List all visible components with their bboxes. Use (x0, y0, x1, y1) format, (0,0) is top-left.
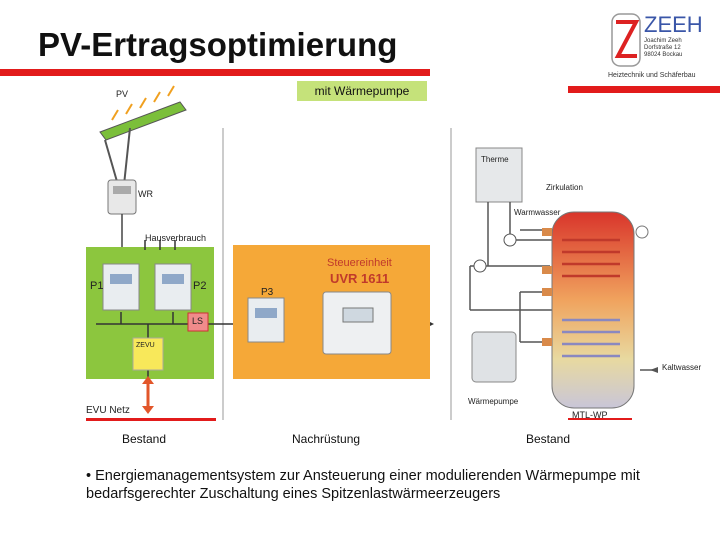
column-label-bestand-left: Bestand (122, 432, 167, 446)
evu-netz-label: EVU Netz (86, 405, 130, 416)
company-logo: ZEEH Joachim Zeeh Dorfstraße 12 98024 Bo… (600, 6, 710, 80)
controller-uvr-icon (322, 291, 392, 355)
logo-address-line: 98024 Bockau (644, 52, 683, 58)
p1-label: P1 (90, 280, 104, 292)
evu-netz-underline (86, 418, 216, 421)
title-underline (0, 69, 430, 76)
storage-tank-icon (551, 211, 635, 409)
mtl-wp-underline (568, 418, 632, 420)
evu-netz-arrow-icon (142, 376, 154, 414)
page-title: PV-Ertragsoptimierung (38, 26, 398, 63)
ls-relay-box (187, 312, 209, 332)
hausverbrauch-label: Hausverbrauch (145, 233, 207, 243)
energy-diagram (86, 85, 658, 421)
kaltwasser-arrow (650, 367, 658, 373)
zevu-label: ZEVU (136, 342, 155, 349)
column-label-bestand-right: Bestand (526, 432, 571, 446)
tank-coil-icon (562, 238, 620, 358)
subtitle-label: mit Wärmepumpe (297, 81, 427, 101)
inverter-icon (107, 179, 137, 215)
zirkulation-label: Zirkulation (546, 183, 583, 192)
zevu-box (132, 337, 164, 371)
p3-label: P3 (261, 287, 274, 298)
meter-p3-icon (247, 297, 285, 343)
thermometer-icon (635, 225, 649, 239)
pump-icon (473, 233, 517, 273)
tank-connector-icon (542, 228, 552, 346)
logo-tagline: Heiztechnik und Schäferbau (608, 72, 696, 79)
warmwasser-label: Warmwasser (514, 208, 561, 217)
bullet-text: • Energiemanagementsystem zur Ansteuerun… (86, 468, 640, 502)
waermepumpe-label: Wärmepumpe (468, 397, 519, 406)
right-accent-bar (568, 86, 720, 93)
therme-label: Therme (481, 155, 509, 164)
meter-p2-icon (154, 263, 192, 311)
p2-label: P2 (193, 280, 207, 292)
pv-label: PV (116, 89, 129, 99)
logo-address-line: Joachim Zeeh (644, 38, 682, 44)
kaltwasser-label: Kaltwasser (662, 363, 702, 372)
logo-address-line: Dorfstraße 12 (644, 45, 681, 51)
heat-pump-unit-icon (471, 331, 517, 383)
column-label-nachruestung: Nachrüstung (292, 432, 361, 446)
meter-p1-icon (102, 263, 140, 311)
ls-label: LS (192, 316, 204, 326)
uvr-label: UVR 1611 (330, 271, 390, 286)
therme-boiler-icon (475, 147, 523, 203)
logo-tank-icon (611, 13, 641, 67)
pv-panel-icon (99, 85, 187, 186)
logo-brand: ZEEH (644, 12, 703, 37)
steuereinheit-label: Steuereinheit (327, 257, 392, 269)
wr-label: WR (138, 189, 153, 199)
mtl-wp-label: MTL-WP (572, 410, 608, 420)
